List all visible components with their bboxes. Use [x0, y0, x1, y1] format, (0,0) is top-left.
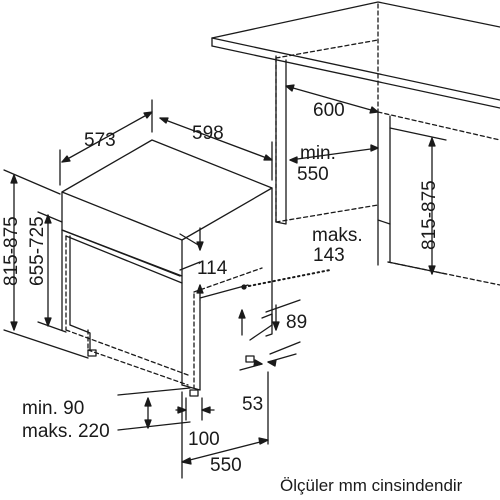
label-573: 573 — [84, 130, 116, 151]
label-550-bottom: 550 — [210, 455, 242, 476]
label-815-875-right: 815-875 — [419, 180, 440, 250]
dimension-815-875-left — [3, 169, 89, 359]
units-note: Ölçüler mm cinsindendir — [280, 476, 463, 495]
label-53: 53 — [242, 394, 264, 415]
label-maks: maks. — [312, 225, 363, 246]
countertop — [211, 1, 500, 109]
dimension-min-550 — [289, 144, 379, 164]
label-550-top: 550 — [297, 164, 329, 185]
label-min-90: min. 90 — [22, 398, 85, 419]
label-815-875-left: 815-875 — [1, 216, 22, 286]
dimension-min-90-maks-220 — [117, 387, 191, 431]
dimension-573 — [59, 99, 153, 186]
maks-143-leader — [241, 269, 331, 290]
label-598: 598 — [192, 123, 224, 144]
dimension-600 — [285, 84, 379, 114]
dimension-53 — [239, 353, 297, 371]
dishwasher-dashed-outline — [65, 235, 263, 389]
label-655-725: 655-725 — [27, 216, 48, 286]
cabinet-side-panels — [275, 55, 391, 266]
label-min: min. — [300, 143, 336, 164]
dimension-114 — [196, 227, 249, 336]
label-600: 600 — [313, 100, 345, 121]
label-114: 114 — [197, 258, 228, 279]
dimension-815-875-right — [387, 127, 447, 275]
dimension-598 — [159, 117, 273, 181]
dimension-550-bottom — [181, 371, 269, 479]
dimension-655-725 — [37, 211, 67, 333]
dimension-89 — [261, 299, 301, 355]
label-143: 143 — [313, 245, 345, 266]
dishwasher-body — [61, 139, 273, 391]
feet — [87, 349, 255, 397]
label-89: 89 — [286, 312, 308, 333]
label-100: 100 — [188, 429, 220, 450]
label-maks-220: maks. 220 — [22, 421, 110, 442]
